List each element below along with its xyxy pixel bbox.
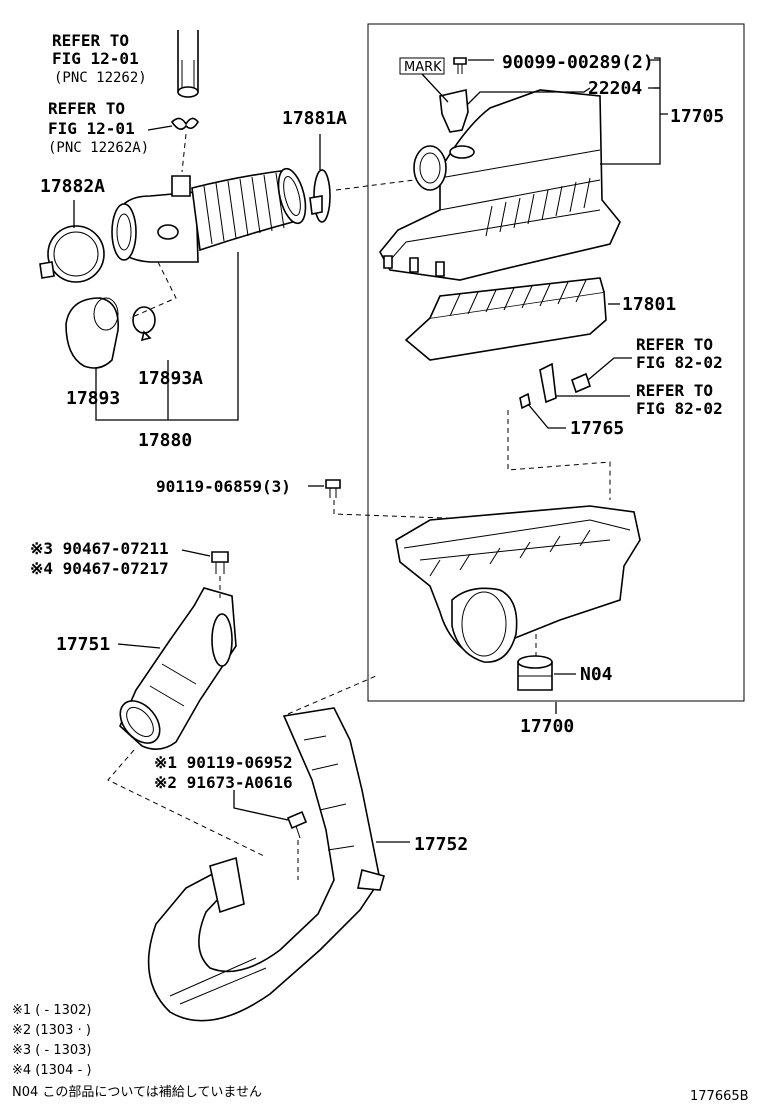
label-90119-06952: ※1 90119-06952 xyxy=(154,753,293,772)
label-fig-82-1: FIG 82-02 xyxy=(636,353,723,372)
grommet-n04 xyxy=(517,655,553,691)
label-fig-82-2: FIG 82-02 xyxy=(636,399,723,418)
footnote-1: ※1 ( - 1302) xyxy=(12,1003,91,1018)
label-90119-06859: 90119-06859(3) xyxy=(156,477,291,496)
label-n04: N04 xyxy=(580,664,613,685)
label-17882a: 17882A xyxy=(40,176,105,197)
assembly-17700-frame xyxy=(367,23,745,702)
footnote-4: ※4 (1304 - ) xyxy=(12,1063,91,1078)
label-90099-00289: 90099-00289(2) xyxy=(502,52,654,73)
label-17801: 17801 xyxy=(622,294,676,315)
label-pnc-top-2: (PNC 12262A) xyxy=(48,140,149,156)
air-cleaner-case xyxy=(395,505,641,663)
bolt-90467 xyxy=(211,551,229,574)
label-90467-07211: ※3 90467-07211 xyxy=(30,539,169,558)
clamp-17893a xyxy=(132,306,156,342)
air-cleaner-cap-17705 xyxy=(379,89,621,281)
bolt-90119-06952 xyxy=(286,810,308,839)
leader-refer-top2 xyxy=(147,125,173,131)
footnote-3: ※3 ( - 1303) xyxy=(12,1043,91,1058)
label-17880: 17880 xyxy=(138,430,192,451)
label-91673-a0616: ※2 91673-A0616 xyxy=(154,773,293,792)
label-17893: 17893 xyxy=(66,388,120,409)
label-mark: MARK xyxy=(404,60,442,75)
label-refer-top-1: REFER TO xyxy=(52,31,129,50)
label-pnc-top-1: (PNC 12262) xyxy=(54,70,147,86)
label-17881a: 17881A xyxy=(282,108,347,129)
label-fig-top-2: FIG 12-01 xyxy=(48,119,135,138)
label-17700: 17700 xyxy=(520,716,574,737)
duct-17751 xyxy=(119,587,237,750)
label-17752: 17752 xyxy=(414,834,468,855)
label-refer-82-1: REFER TO xyxy=(636,335,713,354)
leader-17705 xyxy=(600,57,668,165)
footnote-2: ※2 (1303 · ) xyxy=(12,1023,91,1038)
label-17751: 17751 xyxy=(56,634,110,655)
filter-element-17801 xyxy=(404,277,607,361)
diagram-code: 177665B xyxy=(690,1089,749,1104)
hose-clamp-17881a xyxy=(309,169,331,223)
label-17705: 17705 xyxy=(670,106,724,127)
label-17765: 17765 xyxy=(570,418,624,439)
vacuum-pipe-part xyxy=(177,30,199,98)
bracket-17765 xyxy=(519,362,591,410)
cap-17893 xyxy=(65,297,119,369)
label-22204: 22204 xyxy=(588,78,642,99)
duct-17752 xyxy=(147,707,385,1022)
label-17893a: 17893A xyxy=(138,368,203,389)
label-refer-82-2: REFER TO xyxy=(636,381,713,400)
screw-90119-06859 xyxy=(325,479,341,498)
hose-clamp-17882a xyxy=(39,225,105,283)
hose-clip-part xyxy=(170,117,199,130)
intake-hose-17880 xyxy=(111,167,307,263)
label-refer-top-2: REFER TO xyxy=(48,99,125,118)
label-90467-07217: ※4 90467-07217 xyxy=(30,559,169,578)
label-fig-top-1: FIG 12-01 xyxy=(52,49,139,68)
footnote-n04: N04 この部品については補給していません xyxy=(12,1085,262,1100)
screw-90099 xyxy=(453,57,467,74)
leader-17880 xyxy=(95,252,239,421)
